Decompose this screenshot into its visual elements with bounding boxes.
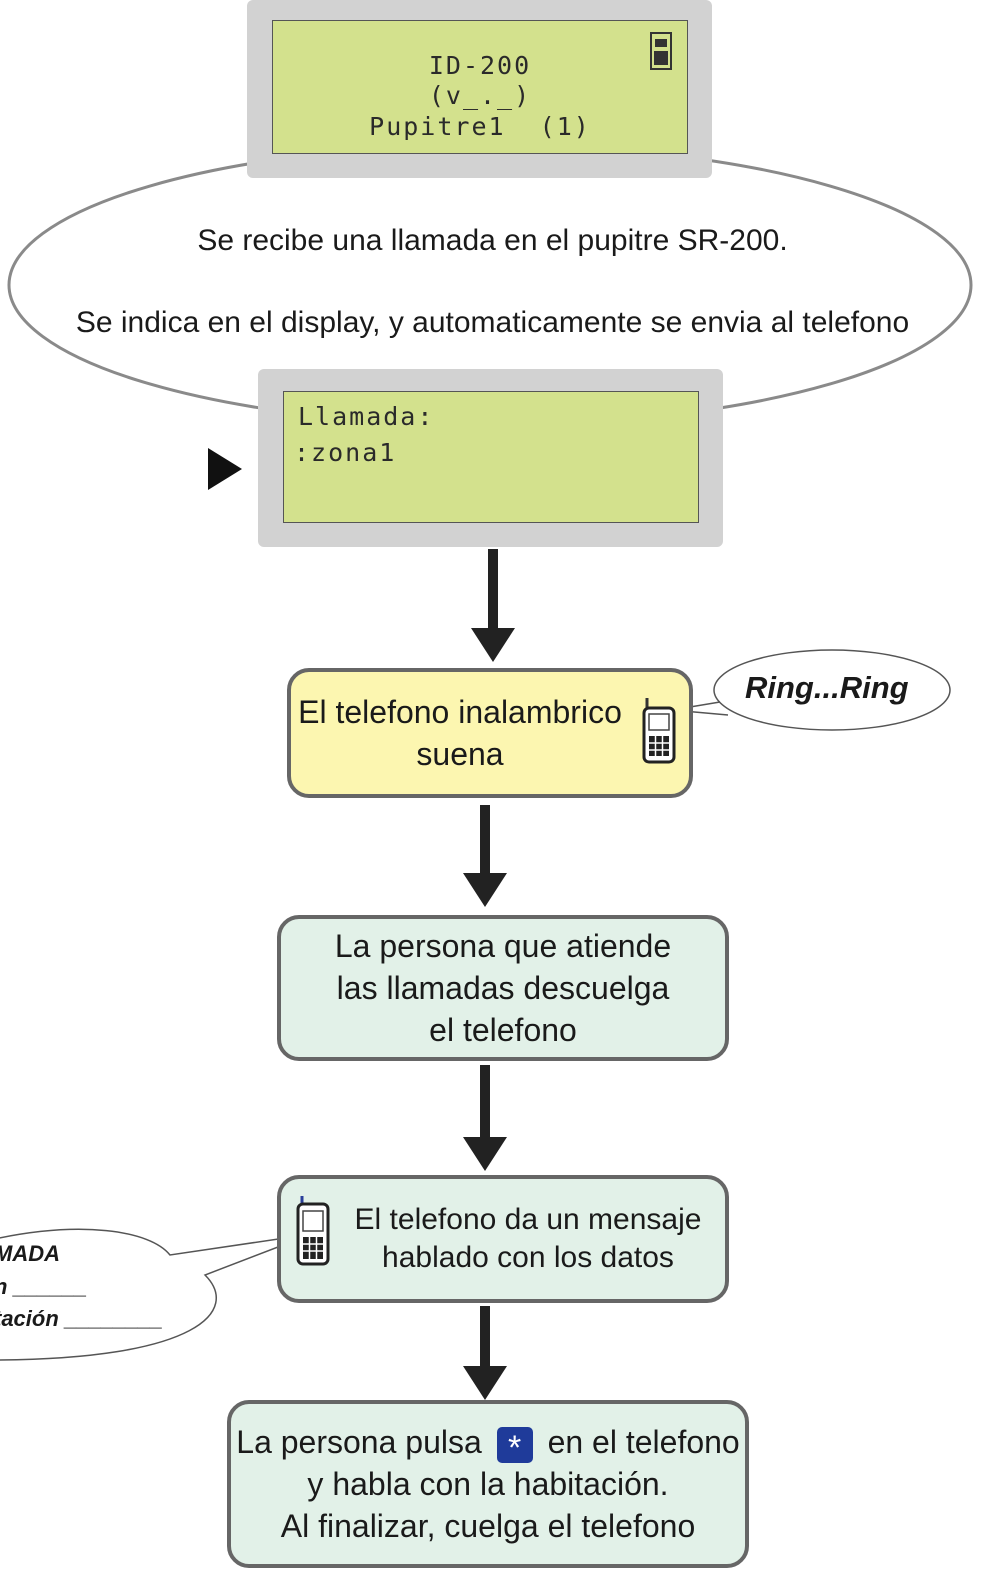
phone-icon (296, 1196, 330, 1266)
star-key-icon: * (496, 1426, 533, 1467)
step4-line1-post: en el telefono (547, 1424, 740, 1460)
arrow-shaft-1 (488, 549, 498, 629)
step-press-star: La persona pulsa * en el telefono y habl… (227, 1400, 749, 1568)
step-person-answers: La persona que atiende las llamadas desc… (277, 915, 729, 1061)
play-triangle-icon (208, 448, 242, 490)
phone-icon (650, 32, 672, 70)
lcd-line-zone: :zona1 (294, 438, 397, 467)
arrow-head-2 (463, 873, 507, 907)
step4-line2: y habla con la habitación. (307, 1466, 669, 1502)
lcd-line-desk: Pupitre1 (1) (369, 112, 591, 141)
data-bubble (0, 1228, 313, 1361)
data-bubble-line3: tación ________ (0, 1306, 163, 1331)
phone-icon (642, 698, 676, 764)
step4-line1-pre: La persona pulsa (236, 1424, 482, 1460)
step-phone-rings: El telefono inalambrico suena (287, 668, 693, 798)
data-bubble-line2: n ______ (0, 1274, 87, 1299)
lcd-line-version: (v_._) (428, 81, 532, 110)
arrow-head-4 (463, 1366, 507, 1400)
data-bubble-line1: MADA (0, 1241, 60, 1266)
top-lcd-screen: ID-200 (v_._) Pupitre1 (1) (272, 20, 688, 154)
ellipse-text-1: Se recibe una llamada en el pupitre SR-2… (197, 224, 788, 257)
arrow-head-3 (463, 1137, 507, 1171)
lcd-line-call: Llamada: (298, 402, 435, 431)
arrow-shaft-2 (480, 805, 490, 875)
step1-line2: suena (416, 736, 504, 772)
step3-line2: hablado con los datos (382, 1241, 674, 1274)
step4-line1: La persona pulsa * en el telefono (236, 1421, 740, 1467)
arrow-shaft-3 (480, 1065, 490, 1139)
ellipse-text-2: Se indica en el display, y automaticamen… (75, 306, 910, 339)
lcd-line-model: ID-200 (428, 51, 532, 80)
mid-lcd-screen: Llamada: :zona1 (283, 391, 699, 523)
step1-line1: El telefono inalambrico (298, 694, 622, 730)
step2-line3: el telefono (429, 1012, 577, 1048)
step4-line3: Al finalizar, cuelga el telefono (280, 1508, 696, 1544)
step2-line1: La persona que atiende (334, 928, 672, 964)
step3-line1: El telefono da un mensaje (354, 1203, 702, 1236)
step2-line2: las llamadas descuelga (336, 970, 670, 1006)
arrow-head-1 (471, 628, 515, 662)
arrow-shaft-4 (480, 1306, 490, 1368)
ring-bubble (713, 649, 951, 731)
ring-label: Ring...Ring (745, 670, 909, 705)
step-voice-message: El telefono da un mensaje hablado con lo… (277, 1175, 729, 1303)
